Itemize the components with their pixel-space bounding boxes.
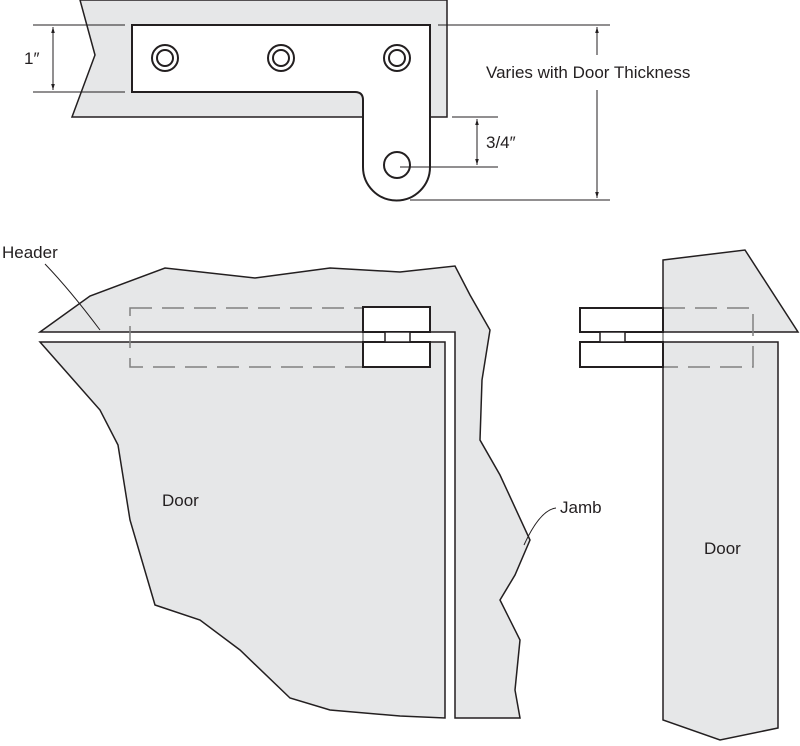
wall-header-jamb [37, 265, 531, 719]
screw-hole [151, 44, 179, 72]
dim-3-4in-label: 3/4″ [486, 133, 516, 152]
hinge-pin [384, 331, 411, 343]
hinge-bottom-block [579, 341, 664, 368]
hinge-outline-dashed [662, 307, 754, 368]
screw-hole [383, 44, 411, 72]
top-view: 1″ 3/4″ Varies with Door Thickness [24, 0, 690, 202]
hinge-outline-dashed [129, 307, 364, 368]
dimension-1in: 1″ [24, 24, 125, 93]
jamb-leader [523, 507, 557, 546]
door-right [662, 341, 779, 741]
header-label: Header [2, 243, 58, 262]
door-left-label: Door [162, 491, 199, 510]
door-right-label: Door [704, 539, 741, 558]
door-left [38, 341, 446, 719]
screw-hole [267, 44, 295, 72]
dimension-overall: Varies with Door Thickness [410, 24, 690, 201]
hinge-top-block [362, 306, 431, 333]
dim-overall-label: Varies with Door Thickness [486, 63, 690, 82]
hinge-top-block [579, 307, 664, 333]
hinge-pin [599, 331, 626, 343]
pivot-hole [383, 151, 411, 179]
hinge-bottom-block [362, 341, 431, 368]
header-right [662, 249, 800, 333]
elevation-right: Door [579, 249, 800, 741]
dim-1in-label: 1″ [24, 49, 39, 68]
header-leader [44, 263, 101, 331]
elevation-left: Header Door Jamb [2, 243, 602, 719]
dimension-3-4in: 3/4″ [400, 116, 516, 168]
jamb-label: Jamb [560, 498, 602, 517]
hinge-plate [131, 24, 431, 202]
